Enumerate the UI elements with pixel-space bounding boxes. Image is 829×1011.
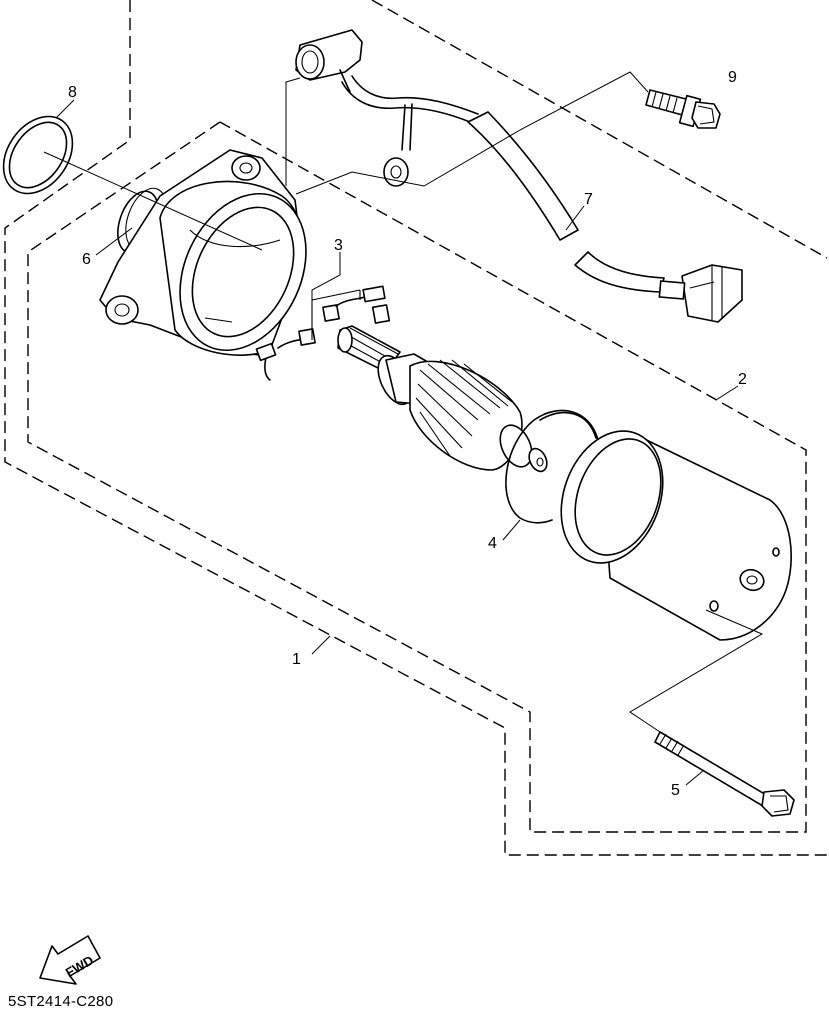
yoke-body [560, 430, 792, 641]
part-7-lead-wire [295, 29, 743, 323]
callout-3: 3 [334, 237, 343, 254]
callout-9: 9 [728, 69, 737, 86]
callout-6: 6 [82, 251, 91, 268]
callout-1: 1 [292, 651, 301, 668]
callout-8: 8 [68, 84, 77, 101]
fwd-arrow-icon: FWD [39, 935, 101, 985]
callout-2: 2 [738, 371, 747, 388]
assembly-2-outline [27, 121, 807, 833]
armature [337, 325, 548, 473]
leader-lines [43, 71, 764, 786]
drawing-code: 5ST2414-C280 [8, 993, 113, 1010]
part-3-brush-set [255, 285, 391, 381]
part-4-o-ring [505, 409, 599, 524]
callout-5: 5 [671, 782, 680, 799]
callouts: 1 2 3 4 5 6 7 8 9 [68, 69, 747, 799]
callout-7: 7 [584, 191, 593, 208]
assembly-1-outline [4, 0, 828, 856]
part-8-o-ring [2, 115, 74, 195]
part-9-bolt [645, 89, 721, 129]
part-5-long-bolt [654, 731, 795, 817]
callout-4: 4 [488, 535, 497, 552]
part-6-front-cover [99, 149, 307, 356]
